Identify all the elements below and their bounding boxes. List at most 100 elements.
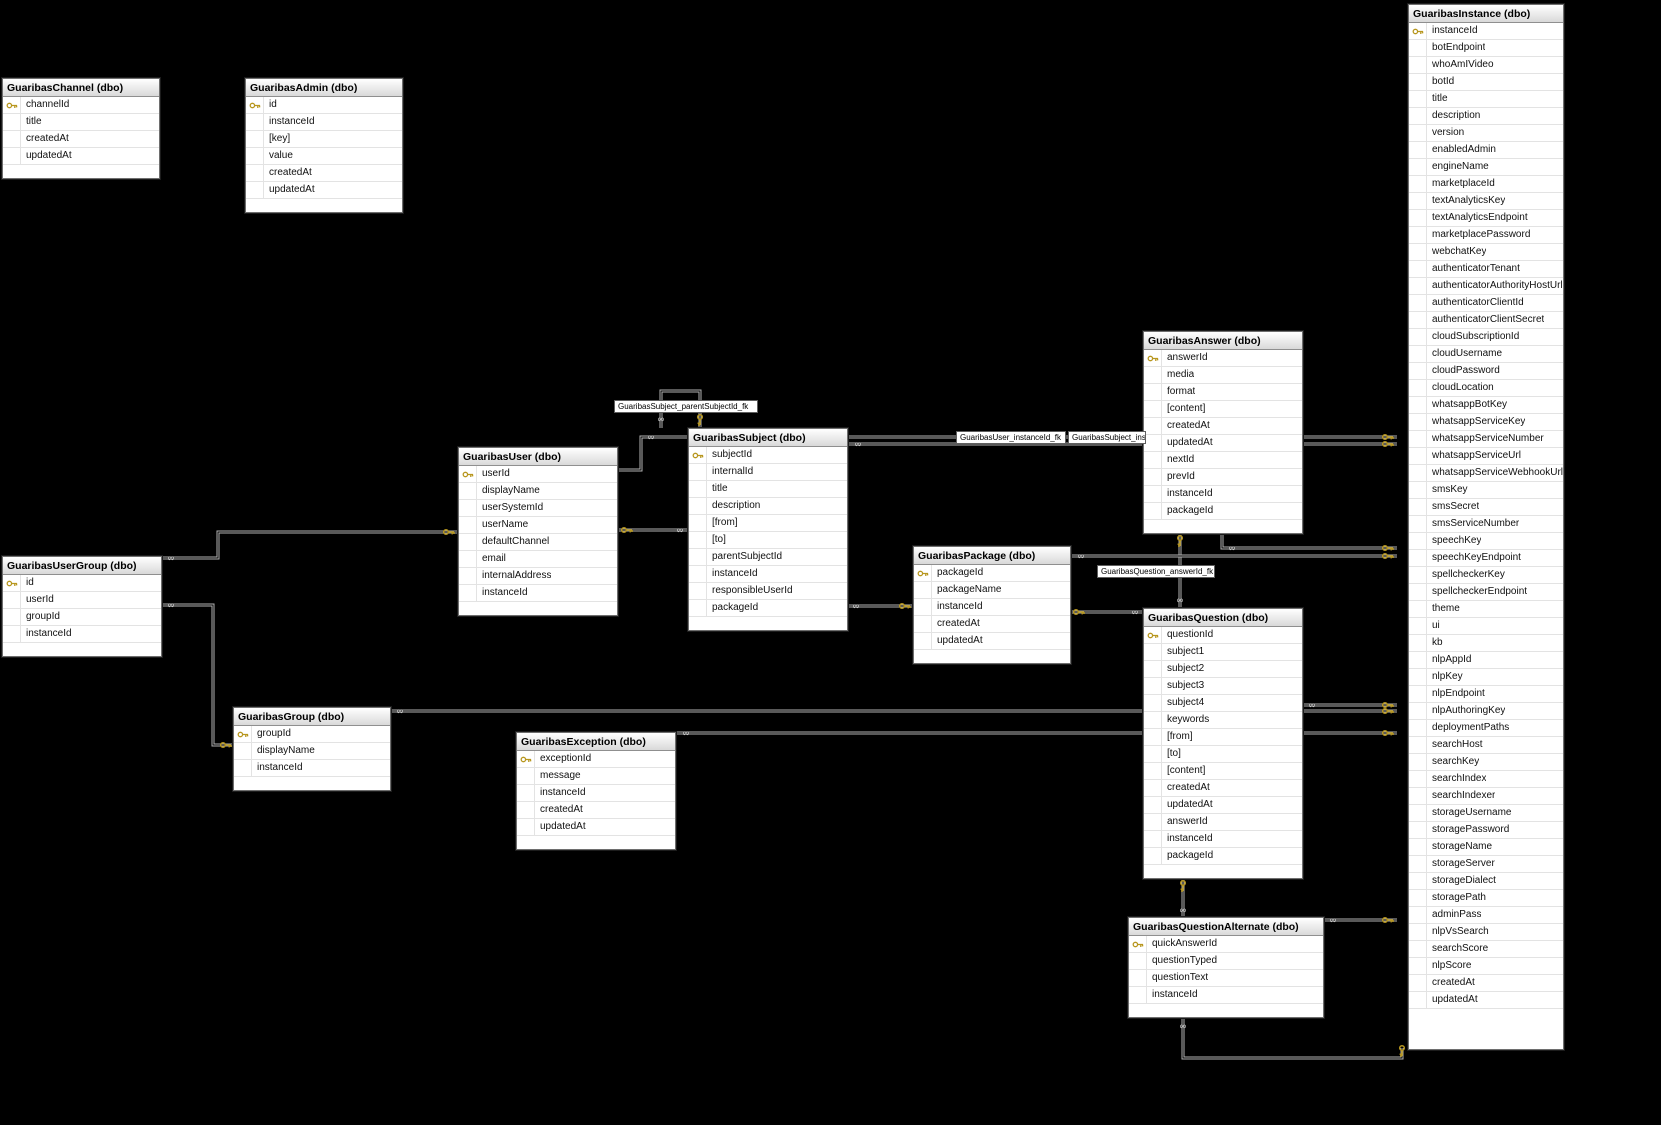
column-row-GuaribasInstance[interactable]: nlpEndpoint <box>1409 686 1563 703</box>
column-row-GuaribasInstance[interactable]: nlpKey <box>1409 669 1563 686</box>
column-row-GuaribasUser[interactable]: internalAddress <box>459 568 617 585</box>
column-row-GuaribasQuestion[interactable]: packageId <box>1144 848 1302 865</box>
column-row-GuaribasAdmin[interactable]: updatedAt <box>246 182 402 199</box>
column-row-GuaribasInstance[interactable]: whatsappServiceWebhookUrl <box>1409 465 1563 482</box>
column-row-GuaribasInstance[interactable]: ui <box>1409 618 1563 635</box>
relationship-line-questionalternate-instance-bottom[interactable] <box>1181 1017 1404 1060</box>
column-row-GuaribasException[interactable]: exceptionId <box>517 751 675 768</box>
column-row-GuaribasInstance[interactable]: smsKey <box>1409 482 1563 499</box>
column-row-GuaribasInstance[interactable]: marketplaceId <box>1409 176 1563 193</box>
column-row-GuaribasInstance[interactable]: speechKey <box>1409 533 1563 550</box>
column-row-GuaribasInstance[interactable]: marketplacePassword <box>1409 227 1563 244</box>
column-row-GuaribasInstance[interactable]: cloudLocation <box>1409 380 1563 397</box>
column-row-GuaribasInstance[interactable]: authenticatorClientSecret <box>1409 312 1563 329</box>
column-row-GuaribasQuestionAlternate[interactable]: instanceId <box>1129 987 1323 1004</box>
column-row-GuaribasAnswer[interactable]: prevId <box>1144 469 1302 486</box>
column-row-GuaribasPackage[interactable]: createdAt <box>914 616 1070 633</box>
column-row-GuaribasInstance[interactable]: instanceId <box>1409 23 1563 40</box>
column-row-GuaribasAnswer[interactable]: updatedAt <box>1144 435 1302 452</box>
column-row-GuaribasUserGroup[interactable]: instanceId <box>3 626 161 643</box>
column-row-GuaribasInstance[interactable]: authenticatorClientId <box>1409 295 1563 312</box>
column-row-GuaribasPackage[interactable]: packageName <box>914 582 1070 599</box>
column-row-GuaribasInstance[interactable]: deploymentPaths <box>1409 720 1563 737</box>
column-row-GuaribasChannel[interactable]: channelId <box>3 97 159 114</box>
column-row-GuaribasQuestion[interactable]: subject4 <box>1144 695 1302 712</box>
table-title-GuaribasQuestion[interactable]: GuaribasQuestion (dbo) <box>1144 609 1302 627</box>
column-row-GuaribasUser[interactable]: userSystemId <box>459 500 617 517</box>
column-row-GuaribasInstance[interactable]: smsServiceNumber <box>1409 516 1563 533</box>
column-row-GuaribasAdmin[interactable]: [key] <box>246 131 402 148</box>
column-row-GuaribasInstance[interactable]: kb <box>1409 635 1563 652</box>
column-row-GuaribasAnswer[interactable]: createdAt <box>1144 418 1302 435</box>
column-row-GuaribasAnswer[interactable]: [content] <box>1144 401 1302 418</box>
column-row-GuaribasPackage[interactable]: instanceId <box>914 599 1070 616</box>
column-row-GuaribasInstance[interactable]: searchIndexer <box>1409 788 1563 805</box>
column-row-GuaribasInstance[interactable]: storagePath <box>1409 890 1563 907</box>
column-row-GuaribasAnswer[interactable]: format <box>1144 384 1302 401</box>
column-row-GuaribasAnswer[interactable]: instanceId <box>1144 486 1302 503</box>
column-row-GuaribasInstance[interactable]: searchScore <box>1409 941 1563 958</box>
column-row-GuaribasGroup[interactable]: instanceId <box>234 760 390 777</box>
column-row-GuaribasQuestionAlternate[interactable]: questionTyped <box>1129 953 1323 970</box>
column-row-GuaribasAdmin[interactable]: value <box>246 148 402 165</box>
column-row-GuaribasUserGroup[interactable]: userId <box>3 592 161 609</box>
column-row-GuaribasInstance[interactable]: spellcheckerEndpoint <box>1409 584 1563 601</box>
column-row-GuaribasChannel[interactable]: updatedAt <box>3 148 159 165</box>
column-row-GuaribasException[interactable]: updatedAt <box>517 819 675 836</box>
column-row-GuaribasUserGroup[interactable]: id <box>3 575 161 592</box>
column-row-GuaribasSubject[interactable]: responsibleUserId <box>689 583 847 600</box>
column-row-GuaribasSubject[interactable]: internalId <box>689 464 847 481</box>
column-row-GuaribasUser[interactable]: email <box>459 551 617 568</box>
table-GuaribasQuestionAlternate[interactable]: GuaribasQuestionAlternate (dbo)quickAnsw… <box>1128 917 1324 1018</box>
column-row-GuaribasGroup[interactable]: groupId <box>234 726 390 743</box>
column-row-GuaribasInstance[interactable]: cloudUsername <box>1409 346 1563 363</box>
column-row-GuaribasInstance[interactable]: version <box>1409 125 1563 142</box>
column-row-GuaribasQuestion[interactable]: subject1 <box>1144 644 1302 661</box>
column-row-GuaribasSubject[interactable]: instanceId <box>689 566 847 583</box>
column-row-GuaribasInstance[interactable]: searchIndex <box>1409 771 1563 788</box>
column-row-GuaribasUser[interactable]: userId <box>459 466 617 483</box>
column-row-GuaribasInstance[interactable]: adminPass <box>1409 907 1563 924</box>
column-row-GuaribasInstance[interactable]: title <box>1409 91 1563 108</box>
column-row-GuaribasAdmin[interactable]: id <box>246 97 402 114</box>
column-row-GuaribasAnswer[interactable]: packageId <box>1144 503 1302 520</box>
column-row-GuaribasUser[interactable]: userName <box>459 517 617 534</box>
column-row-GuaribasSubject[interactable]: description <box>689 498 847 515</box>
column-row-GuaribasAdmin[interactable]: instanceId <box>246 114 402 131</box>
column-row-GuaribasInstance[interactable]: storageName <box>1409 839 1563 856</box>
column-row-GuaribasInstance[interactable]: cloudPassword <box>1409 363 1563 380</box>
column-row-GuaribasInstance[interactable]: createdAt <box>1409 975 1563 992</box>
column-row-GuaribasSubject[interactable]: packageId <box>689 600 847 617</box>
column-row-GuaribasInstance[interactable]: authenticatorTenant <box>1409 261 1563 278</box>
column-row-GuaribasAnswer[interactable]: answerId <box>1144 350 1302 367</box>
column-row-GuaribasChannel[interactable]: title <box>3 114 159 131</box>
column-row-GuaribasInstance[interactable]: description <box>1409 108 1563 125</box>
column-row-GuaribasInstance[interactable]: searchHost <box>1409 737 1563 754</box>
column-row-GuaribasSubject[interactable]: parentSubjectId <box>689 549 847 566</box>
column-row-GuaribasQuestion[interactable]: keywords <box>1144 712 1302 729</box>
column-row-GuaribasAnswer[interactable]: media <box>1144 367 1302 384</box>
column-row-GuaribasInstance[interactable]: nlpScore <box>1409 958 1563 975</box>
column-row-GuaribasInstance[interactable]: whatsappBotKey <box>1409 397 1563 414</box>
column-row-GuaribasQuestionAlternate[interactable]: questionText <box>1129 970 1323 987</box>
column-row-GuaribasQuestion[interactable]: [from] <box>1144 729 1302 746</box>
column-row-GuaribasQuestion[interactable]: answerId <box>1144 814 1302 831</box>
column-row-GuaribasInstance[interactable]: whatsappServiceUrl <box>1409 448 1563 465</box>
column-row-GuaribasChannel[interactable]: createdAt <box>3 131 159 148</box>
table-title-GuaribasSubject[interactable]: GuaribasSubject (dbo) <box>689 429 847 447</box>
column-row-GuaribasPackage[interactable]: updatedAt <box>914 633 1070 650</box>
column-row-GuaribasInstance[interactable]: engineName <box>1409 159 1563 176</box>
column-row-GuaribasPackage[interactable]: packageId <box>914 565 1070 582</box>
table-title-GuaribasAdmin[interactable]: GuaribasAdmin (dbo) <box>246 79 402 97</box>
column-row-GuaribasQuestion[interactable]: instanceId <box>1144 831 1302 848</box>
column-row-GuaribasQuestion[interactable]: questionId <box>1144 627 1302 644</box>
relationship-line-usergroup-userId-user[interactable] <box>162 530 458 560</box>
column-row-GuaribasSubject[interactable]: [to] <box>689 532 847 549</box>
